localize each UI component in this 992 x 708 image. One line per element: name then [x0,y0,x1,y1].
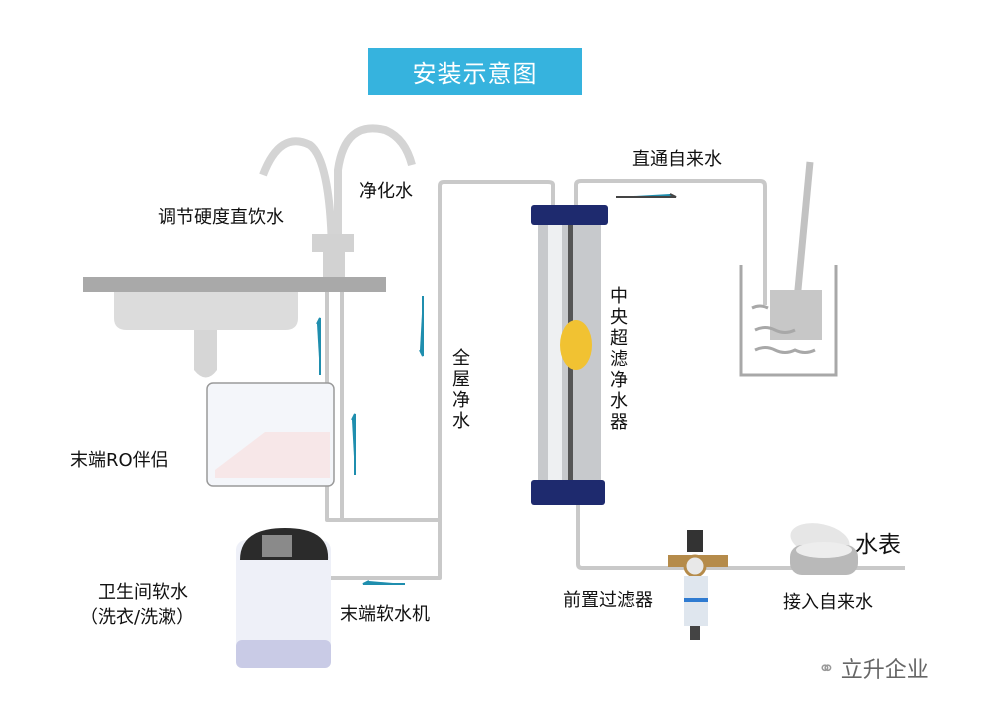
faucets [259,124,416,251]
arrow-right-icon [616,193,677,198]
water-meter [790,523,858,575]
pipes [325,179,905,580]
pre-filter-unit [668,530,728,640]
faucet-base [312,234,354,252]
arrow-up-icon [316,317,321,375]
label-softener: 末端软水机 [340,604,430,625]
flow-arrows [316,193,677,585]
arrow-up-icon [351,413,356,475]
arrow-left-icon [362,580,405,585]
label-adjust-hardness: 调节硬度直饮水 [158,207,284,228]
whole-house-pipe [330,180,555,580]
sink-drain [194,330,217,378]
sink-basin [114,292,298,330]
countertop [83,277,386,292]
label-purified-water: 净化水 [359,181,413,202]
mop-bucket [739,161,838,377]
ro-unit [206,382,335,487]
label-bathroom-soft: 卫生间软水 [98,582,188,603]
faucet-right [334,124,416,250]
direct-tap-pipe [574,179,767,305]
diagram-title: 安装示意图 [368,48,582,95]
central-uf-filter [531,205,608,505]
label-bathroom-soft-uses: （洗衣/洗漱） [80,607,195,628]
label-whole-house: 全屋净水 [452,348,470,432]
label-water-meter: 水表 [855,532,901,558]
label-direct-tap: 直通自来水 [632,149,722,170]
label-ro-companion: 末端RO伴侣 [70,450,169,471]
watermark-text: 立升企业 [840,658,929,683]
inlet-pipe [576,505,905,570]
arrow-down-icon [419,296,424,357]
wechat-icon: ⚭ [818,656,835,680]
faucet-left [259,137,336,251]
label-tap-inlet: 接入自来水 [783,592,873,613]
label-central-uf: 中央超滤净水器 [610,286,628,433]
label-pre-filter: 前置过滤器 [563,590,653,611]
faucet-stem [323,250,345,278]
watermark: ⚭ 立升企业 [818,652,929,684]
branch-pipe [325,255,440,522]
softener-unit [236,528,331,668]
